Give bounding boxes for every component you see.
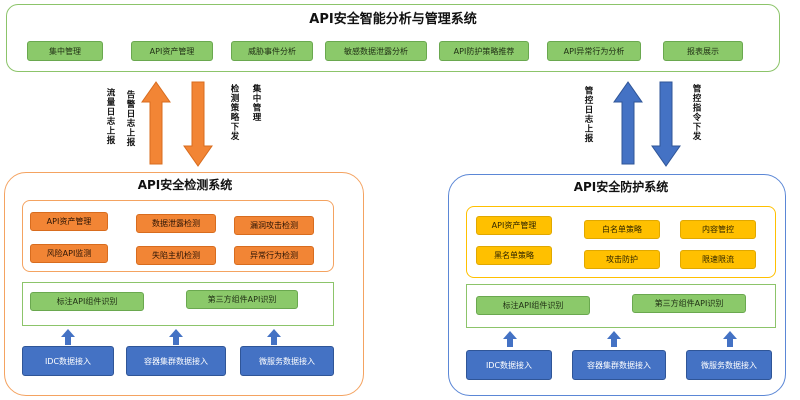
detect-microservice-input[interactable]: 微服务数据接入	[240, 346, 334, 376]
protect-idc-data-input[interactable]: IDC数据接入	[466, 350, 552, 380]
label-detection-policy-issue: 检测策略下发	[229, 84, 239, 141]
protection-system-panel	[448, 174, 786, 396]
label-alert-log-report: 告警日志上报	[125, 90, 135, 147]
blue-arrows	[613, 81, 681, 167]
module-central-management[interactable]: 集中管理	[27, 41, 103, 61]
detect-idc-data-input[interactable]: IDC数据接入	[22, 346, 114, 376]
protect-whitelist-policy[interactable]: 白名单策略	[584, 220, 660, 239]
protect-api-asset-management[interactable]: API资产管理	[476, 216, 552, 235]
detect-third-party-api-identification[interactable]: 第三方组件API识别	[186, 290, 298, 309]
blue-down-arrow	[651, 81, 681, 167]
detection-functions-box	[22, 200, 334, 272]
detect-anomaly-detection[interactable]: 异常行为检测	[234, 246, 314, 265]
protect-rate-limiting[interactable]: 限速限流	[680, 250, 756, 269]
module-report-display[interactable]: 报表展示	[663, 41, 743, 61]
orange-up-arrow	[141, 81, 171, 165]
protect-content-control[interactable]: 内容管控	[680, 220, 756, 239]
detection-input-arrows	[61, 329, 281, 345]
detection-components-box	[22, 282, 334, 326]
protect-third-party-api-identification[interactable]: 第三方组件API识别	[632, 294, 746, 313]
module-api-protection-policy[interactable]: API防护策略推荐	[439, 41, 529, 61]
detect-risk-api-monitoring[interactable]: 风险API监测	[30, 244, 108, 263]
analysis-management-system-panel: API安全智能分析与管理系统 集中管理 API资产管理 威胁事件分析 敏感数据泄…	[6, 4, 780, 72]
protect-blacklist-policy[interactable]: 黑名单策略	[476, 246, 552, 265]
protection-components-box	[466, 284, 776, 328]
detection-system-panel	[4, 172, 364, 396]
detect-standard-api-component-identification[interactable]: 标注API组件识别	[30, 292, 144, 311]
protect-attack-protection[interactable]: 攻击防护	[584, 250, 660, 269]
analysis-system-title: API安全智能分析与管理系统	[309, 12, 477, 27]
orange-arrows	[141, 81, 213, 167]
label-central-management: 集中管理	[251, 84, 261, 122]
label-traffic-log-report: 流量日志上报	[105, 88, 115, 145]
detect-container-cluster-input[interactable]: 容器集群数据接入	[126, 346, 226, 376]
orange-down-arrow	[183, 81, 213, 167]
protection-functions-box	[466, 206, 776, 278]
module-api-asset-management[interactable]: API资产管理	[131, 41, 213, 61]
detect-api-asset-management[interactable]: API资产管理	[30, 212, 108, 231]
label-control-log-report: 管控日志上报	[583, 86, 593, 143]
detect-data-leak-detection[interactable]: 数据泄露检测	[136, 214, 216, 233]
module-threat-event-analysis[interactable]: 威胁事件分析	[231, 41, 313, 61]
detect-compromised-host-detection[interactable]: 失陷主机检测	[136, 246, 216, 265]
detection-system-title: API安全检测系统	[137, 178, 233, 192]
protect-standard-api-component-identification[interactable]: 标注API组件识别	[476, 296, 590, 315]
protection-input-arrows	[503, 331, 737, 347]
module-api-anomaly-analysis[interactable]: API异常行为分析	[547, 41, 641, 61]
blue-up-arrow	[613, 81, 643, 165]
detect-vuln-attack-detection[interactable]: 漏洞攻击检测	[234, 216, 314, 235]
module-sensitive-data-leak-analysis[interactable]: 敏感数据泄露分析	[325, 41, 427, 61]
protect-container-cluster-input[interactable]: 容器集群数据接入	[572, 350, 666, 380]
protect-microservice-input[interactable]: 微服务数据接入	[686, 350, 772, 380]
label-control-command-issue: 管控指令下发	[691, 84, 701, 141]
protection-system-title: API安全防护系统	[573, 180, 669, 194]
